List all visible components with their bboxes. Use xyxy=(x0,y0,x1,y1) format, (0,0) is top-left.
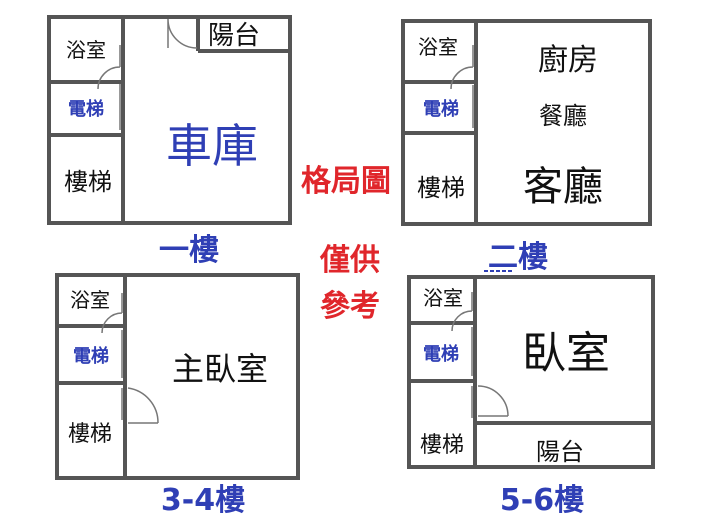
floor-1-stairs-label: 樓梯 xyxy=(64,168,112,196)
floor-56-doors xyxy=(451,292,509,418)
floor-1-balcony-door xyxy=(167,18,198,49)
floor-1-outer-wall xyxy=(47,15,292,225)
floor-1-plan xyxy=(47,15,292,225)
floor-2-living-label: 客廳 xyxy=(523,164,603,210)
floor-2-plan xyxy=(401,19,652,226)
floor-2-elevator-label: 電梯 xyxy=(423,98,459,120)
floor-2-bath-door xyxy=(450,45,474,90)
floor-34-doors xyxy=(101,293,159,424)
floor-1-garage-label: 車庫 xyxy=(166,119,258,173)
floor-56-bath-label: 浴室 xyxy=(423,286,463,310)
floor-34-bath-label: 浴室 xyxy=(70,288,110,312)
disclaimer-line-2: 參考 xyxy=(320,289,380,324)
floor-56-plan xyxy=(407,275,655,469)
floor-56-elevator-label: 電梯 xyxy=(423,343,459,365)
floor-2-stairs-label: 樓梯 xyxy=(417,174,465,202)
floor-56-bedroom-label: 臥室 xyxy=(522,328,610,379)
floor-56-outer-wall xyxy=(407,275,655,469)
floor-34-outer-wall xyxy=(55,273,300,480)
floor-2-doors xyxy=(450,45,474,128)
floor-34-room-door xyxy=(127,387,159,424)
floor-34-bath-door xyxy=(101,293,123,334)
floor-34-master-bedroom-label: 主臥室 xyxy=(172,350,268,388)
floor-34-floor-label: 3-4樓 xyxy=(161,483,245,517)
floor-1-bath-door xyxy=(97,45,121,90)
plan-title: 格局圖 xyxy=(301,164,391,199)
floor-2-kitchen-label: 廚房 xyxy=(538,43,598,78)
floor-34-stairs-label: 樓梯 xyxy=(68,422,112,447)
floor-2-floor-label: 二樓 xyxy=(488,240,548,275)
floor-1-doors xyxy=(97,18,198,130)
floor-56-floor-label: 5-6樓 xyxy=(500,483,584,517)
floor-56-balcony-label: 陽台 xyxy=(536,438,584,466)
floor-56-room-door xyxy=(477,385,509,417)
disclaimer-line-1: 僅供 xyxy=(319,243,380,278)
floor-56-stairs-label: 樓梯 xyxy=(420,433,464,458)
floor-1-balcony-label: 陽台 xyxy=(208,21,260,51)
floor-34-plan xyxy=(55,273,300,480)
floor-1-elevator-label: 電梯 xyxy=(68,98,104,120)
floor-1-floor-label: 一樓 xyxy=(159,233,219,268)
floor-2-dining-label: 餐廳 xyxy=(539,102,587,130)
floor-56-bath-door xyxy=(451,292,473,332)
floor-2-outer-wall xyxy=(401,19,652,226)
floor-1-bath-label: 浴室 xyxy=(66,38,106,62)
floor-34-elevator-label: 電梯 xyxy=(73,345,109,367)
floor-2-bath-label: 浴室 xyxy=(418,35,458,59)
